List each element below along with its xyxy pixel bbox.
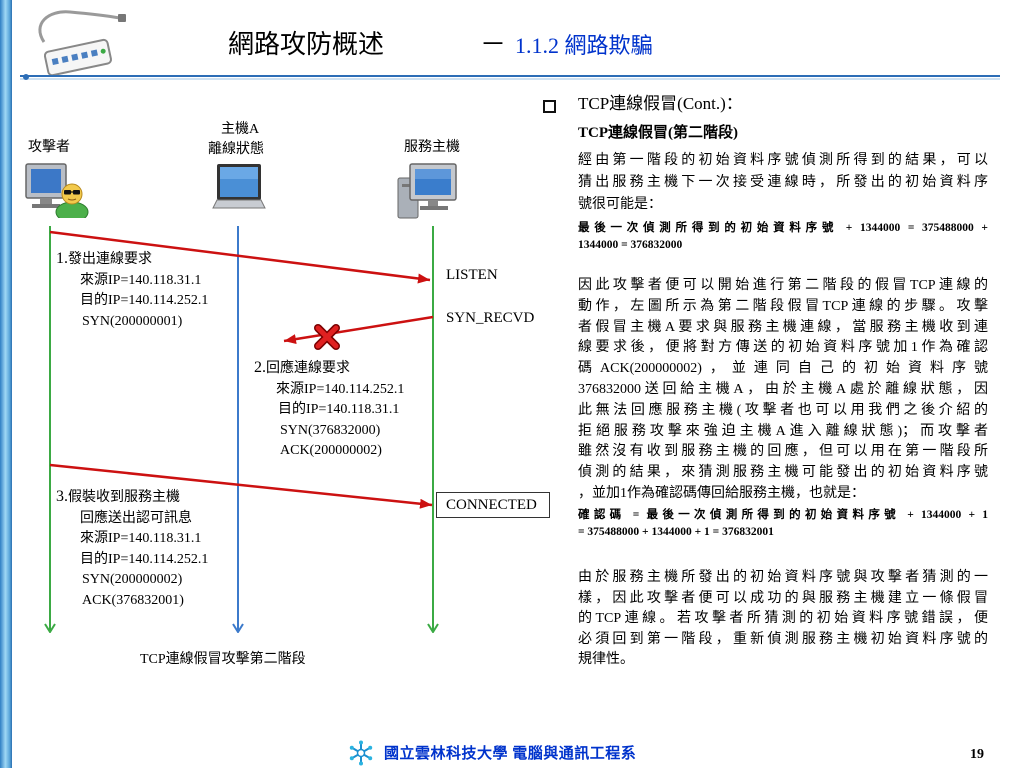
step1-text: 1.發出連線要求 來源IP=140.118.31.1 目的IP=140.114.… <box>56 249 208 332</box>
section-title: 1.1.2 網路欺騙 <box>515 32 653 60</box>
step2-syn: SYN(376832000) <box>280 421 404 442</box>
formula-1: 最後一次偵測所得到的初始資料序號 + 1344000 = 375488000 +… <box>578 220 988 254</box>
paragraph-line: 碼ACK(200000002)，並連同自己的初始資料序號 <box>578 359 988 380</box>
section-name: 網路欺騙 <box>565 33 653 58</box>
paragraph-2: 因此攻擊者便可以開始進行第二階段的假冒TCP連線的 動作，左圖所示為第二階段假冒… <box>578 276 988 505</box>
formula-line: = 375488000 + 1344000 + 1 = 376832001 <box>578 524 988 541</box>
red-x-icon <box>318 328 336 346</box>
paragraph-line: 拒絕服務攻擊來強迫主機A進入離線狀態)；而攻擊者 <box>578 422 988 443</box>
content-subheading: TCP連線假冒(第二階段) <box>578 123 738 143</box>
paragraph-1: 經由第一階段的初始資料序號偵測所得到的結果，可以 猜出服務主機下一次接受連線時，… <box>578 150 988 216</box>
formula-2: 確認碼 = 最後一次偵測所得到的初始資料序號 + 1344000 + 1 = 3… <box>578 507 988 541</box>
paragraph-line: 樣，因此攻擊者便可以成功的與服務主機建立一條假冒 <box>578 589 988 610</box>
paragraph-line: 動作，左圖所示為第二階段假冒TCP連線的步驟。攻擊 <box>578 297 988 318</box>
step3-number: 3. <box>56 488 68 505</box>
paragraph-3: 由於服務主機所發出的初始資料序號與攻擊者猜測的一 樣，因此攻擊者便可以成功的與服… <box>578 568 988 671</box>
paragraph-line: 的TCP連線。若攻擊者所猜測的初始資料序號錯誤，便 <box>578 609 988 630</box>
paragraph-line: 此無法回應服務主機(攻擊者也可以用我們之後介紹的 <box>578 401 988 422</box>
page-number: 19 <box>970 747 984 763</box>
hollow-square-bullet-icon <box>543 100 556 113</box>
state-listen: LISTEN <box>446 266 498 284</box>
snowflake-logo-icon <box>348 740 374 766</box>
step2-source-ip: 來源IP=140.114.252.1 <box>276 380 404 401</box>
step1-title-line: 1.發出連線要求 <box>56 249 208 271</box>
step2-title-line: 2.回應連線要求 <box>254 358 404 380</box>
step3-source-ip: 來源IP=140.118.31.1 <box>80 529 208 550</box>
server-label: 服務主機 <box>404 140 460 156</box>
paragraph-line: 偵測的結果，來猜測服務主機可能發出的初始資料序號 <box>578 463 988 484</box>
slide-title: 網路攻防概述 <box>228 29 384 61</box>
step3-title: 假裝收到服務主機 <box>68 490 180 505</box>
step3-title-line: 3.假裝收到服務主機 <box>56 487 208 509</box>
step3-text: 3.假裝收到服務主機 回應送出認可訊息 來源IP=140.118.31.1 目的… <box>56 487 208 611</box>
step3-destination-ip: 目的IP=140.114.252.1 <box>80 550 208 571</box>
header-rule <box>0 66 1024 86</box>
host-a-label: 主機A <box>221 122 259 138</box>
step1-source-ip: 來源IP=140.118.31.1 <box>80 271 208 292</box>
side-accent-bar <box>0 0 12 768</box>
step2-title: 回應連線要求 <box>266 361 350 376</box>
paragraph-line: 376832000送回給主機A，由於主機A處於離線狀態，因 <box>578 380 988 401</box>
attacker-computer-icon <box>22 158 90 218</box>
paragraph-line: 規律性。 <box>578 650 988 671</box>
paragraph-line: 必須回到第一階段，重新偵測服務主機初始資料序號的 <box>578 630 988 651</box>
paragraph-line: 線要求後，便將對方傳送的初始資料序號加1作為確認 <box>578 338 988 359</box>
step2-response-arrow <box>284 317 433 341</box>
content-heading: TCP連線假冒(Cont.)： <box>578 93 743 115</box>
paragraph-line: 者假冒主機A要求與服務主機連線，當服務主機收到連 <box>578 318 988 339</box>
desktop-computer-icon <box>396 160 466 222</box>
footer-institution: 國立雲林科技大學 電腦與通訊工程系 <box>384 745 636 763</box>
paragraph-line: 因此攻擊者便可以開始進行第二階段的假冒TCP連線的 <box>578 276 988 297</box>
formula-line: 最後一次偵測所得到的初始資料序號 + 1344000 = 375488000 + <box>578 220 988 237</box>
formula-line: 1344000 = 376832000 <box>578 237 988 254</box>
section-number: 1.1.2 <box>515 33 559 58</box>
state-syn-recvd: SYN_RECVD <box>446 309 534 327</box>
attacker-label: 攻擊者 <box>28 140 70 156</box>
step1-destination-ip: 目的IP=140.114.252.1 <box>80 291 208 312</box>
paragraph-line: 由於服務主機所發出的初始資料序號與攻擊者猜測的一 <box>578 568 988 589</box>
paragraph-line: 號很可能是： <box>578 194 988 216</box>
paragraph-line: 經由第一階段的初始資料序號偵測所得到的結果，可以 <box>578 150 988 172</box>
diagram-caption: TCP連線假冒攻擊第二階段 <box>140 651 306 669</box>
step1-number: 1. <box>56 250 68 267</box>
footer-school: 國立雲林科技大學 <box>384 746 508 762</box>
paragraph-line: ，並加1作為確認碼傳回給服務主機，也就是： <box>578 484 988 505</box>
title-separator: － <box>480 29 506 61</box>
host-a-state-label: 離線狀態 <box>208 142 264 158</box>
step2-ack: ACK(200000002) <box>280 441 404 462</box>
step2-number: 2. <box>254 359 266 376</box>
step2-text: 2.回應連線要求 來源IP=140.114.252.1 目的IP=140.118… <box>254 358 404 462</box>
step3-syn: SYN(200000002) <box>82 570 208 591</box>
paragraph-line: 雖然沒有收到服務主機的回應，但可以用在第一階段所 <box>578 442 988 463</box>
step2-destination-ip: 目的IP=140.118.31.1 <box>278 400 404 421</box>
state-connected-box: CONNECTED <box>436 492 550 518</box>
step3-ack: ACK(376832001) <box>82 591 208 612</box>
step3-subtitle: 回應送出認可訊息 <box>80 509 208 530</box>
step1-syn: SYN(200000001) <box>82 312 208 333</box>
step1-title: 發出連線要求 <box>68 252 152 267</box>
footer-department: 電腦與通訊工程系 <box>512 746 636 762</box>
laptop-icon <box>212 162 266 216</box>
formula-line: 確認碼 = 最後一次偵測所得到的初始資料序號 + 1344000 + 1 <box>578 507 988 524</box>
paragraph-line: 猜出服務主機下一次接受連線時，所發出的初始資料序 <box>578 172 988 194</box>
